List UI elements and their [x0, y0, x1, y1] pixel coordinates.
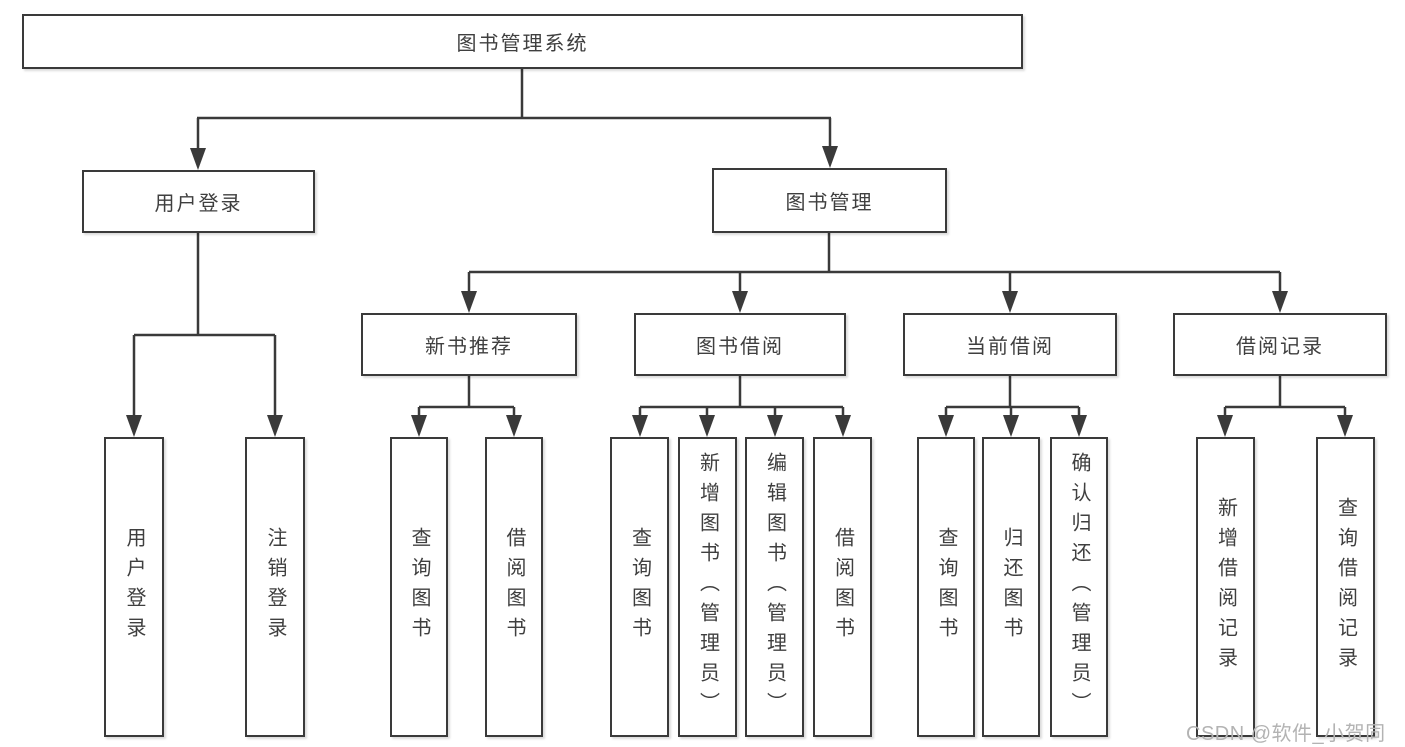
- leaf-borrow-edit-books-admin: 编辑图书（管理员）: [745, 437, 804, 737]
- node-borrowing-records: 借阅记录: [1173, 313, 1387, 376]
- node-root-library-management-system: 图书管理系统: [22, 14, 1023, 69]
- leaf-logout: 注销登录: [245, 437, 305, 737]
- leaf-borrow-query-books: 查询图书: [610, 437, 669, 737]
- leaf-current-confirm-return-admin: 确认归还（管理员）: [1050, 437, 1108, 737]
- leaf-recommend-query-books: 查询图书: [390, 437, 448, 737]
- leaf-records-add-borrow-record: 新增借阅记录: [1196, 437, 1255, 737]
- node-book-management: 图书管理: [712, 168, 947, 233]
- node-user-login: 用户登录: [82, 170, 315, 233]
- node-new-book-recommendation: 新书推荐: [361, 313, 577, 376]
- leaf-recommend-borrow-books: 借阅图书: [485, 437, 543, 737]
- leaf-borrow-borrow-books: 借阅图书: [813, 437, 872, 737]
- leaf-current-query-books: 查询图书: [917, 437, 975, 737]
- csdn-watermark: CSDN @软件_小贺同学: [1186, 723, 1386, 745]
- leaf-borrow-add-books-admin: 新增图书（管理员）: [678, 437, 737, 737]
- arrowheads: [126, 146, 1353, 437]
- node-current-borrowing: 当前借阅: [903, 313, 1117, 376]
- node-book-borrowing: 图书借阅: [634, 313, 846, 376]
- leaf-records-query-borrow-record: 查询借阅记录: [1316, 437, 1375, 737]
- leaf-current-return-books: 归还图书: [982, 437, 1040, 737]
- leaf-user-login: 用户登录: [104, 437, 164, 737]
